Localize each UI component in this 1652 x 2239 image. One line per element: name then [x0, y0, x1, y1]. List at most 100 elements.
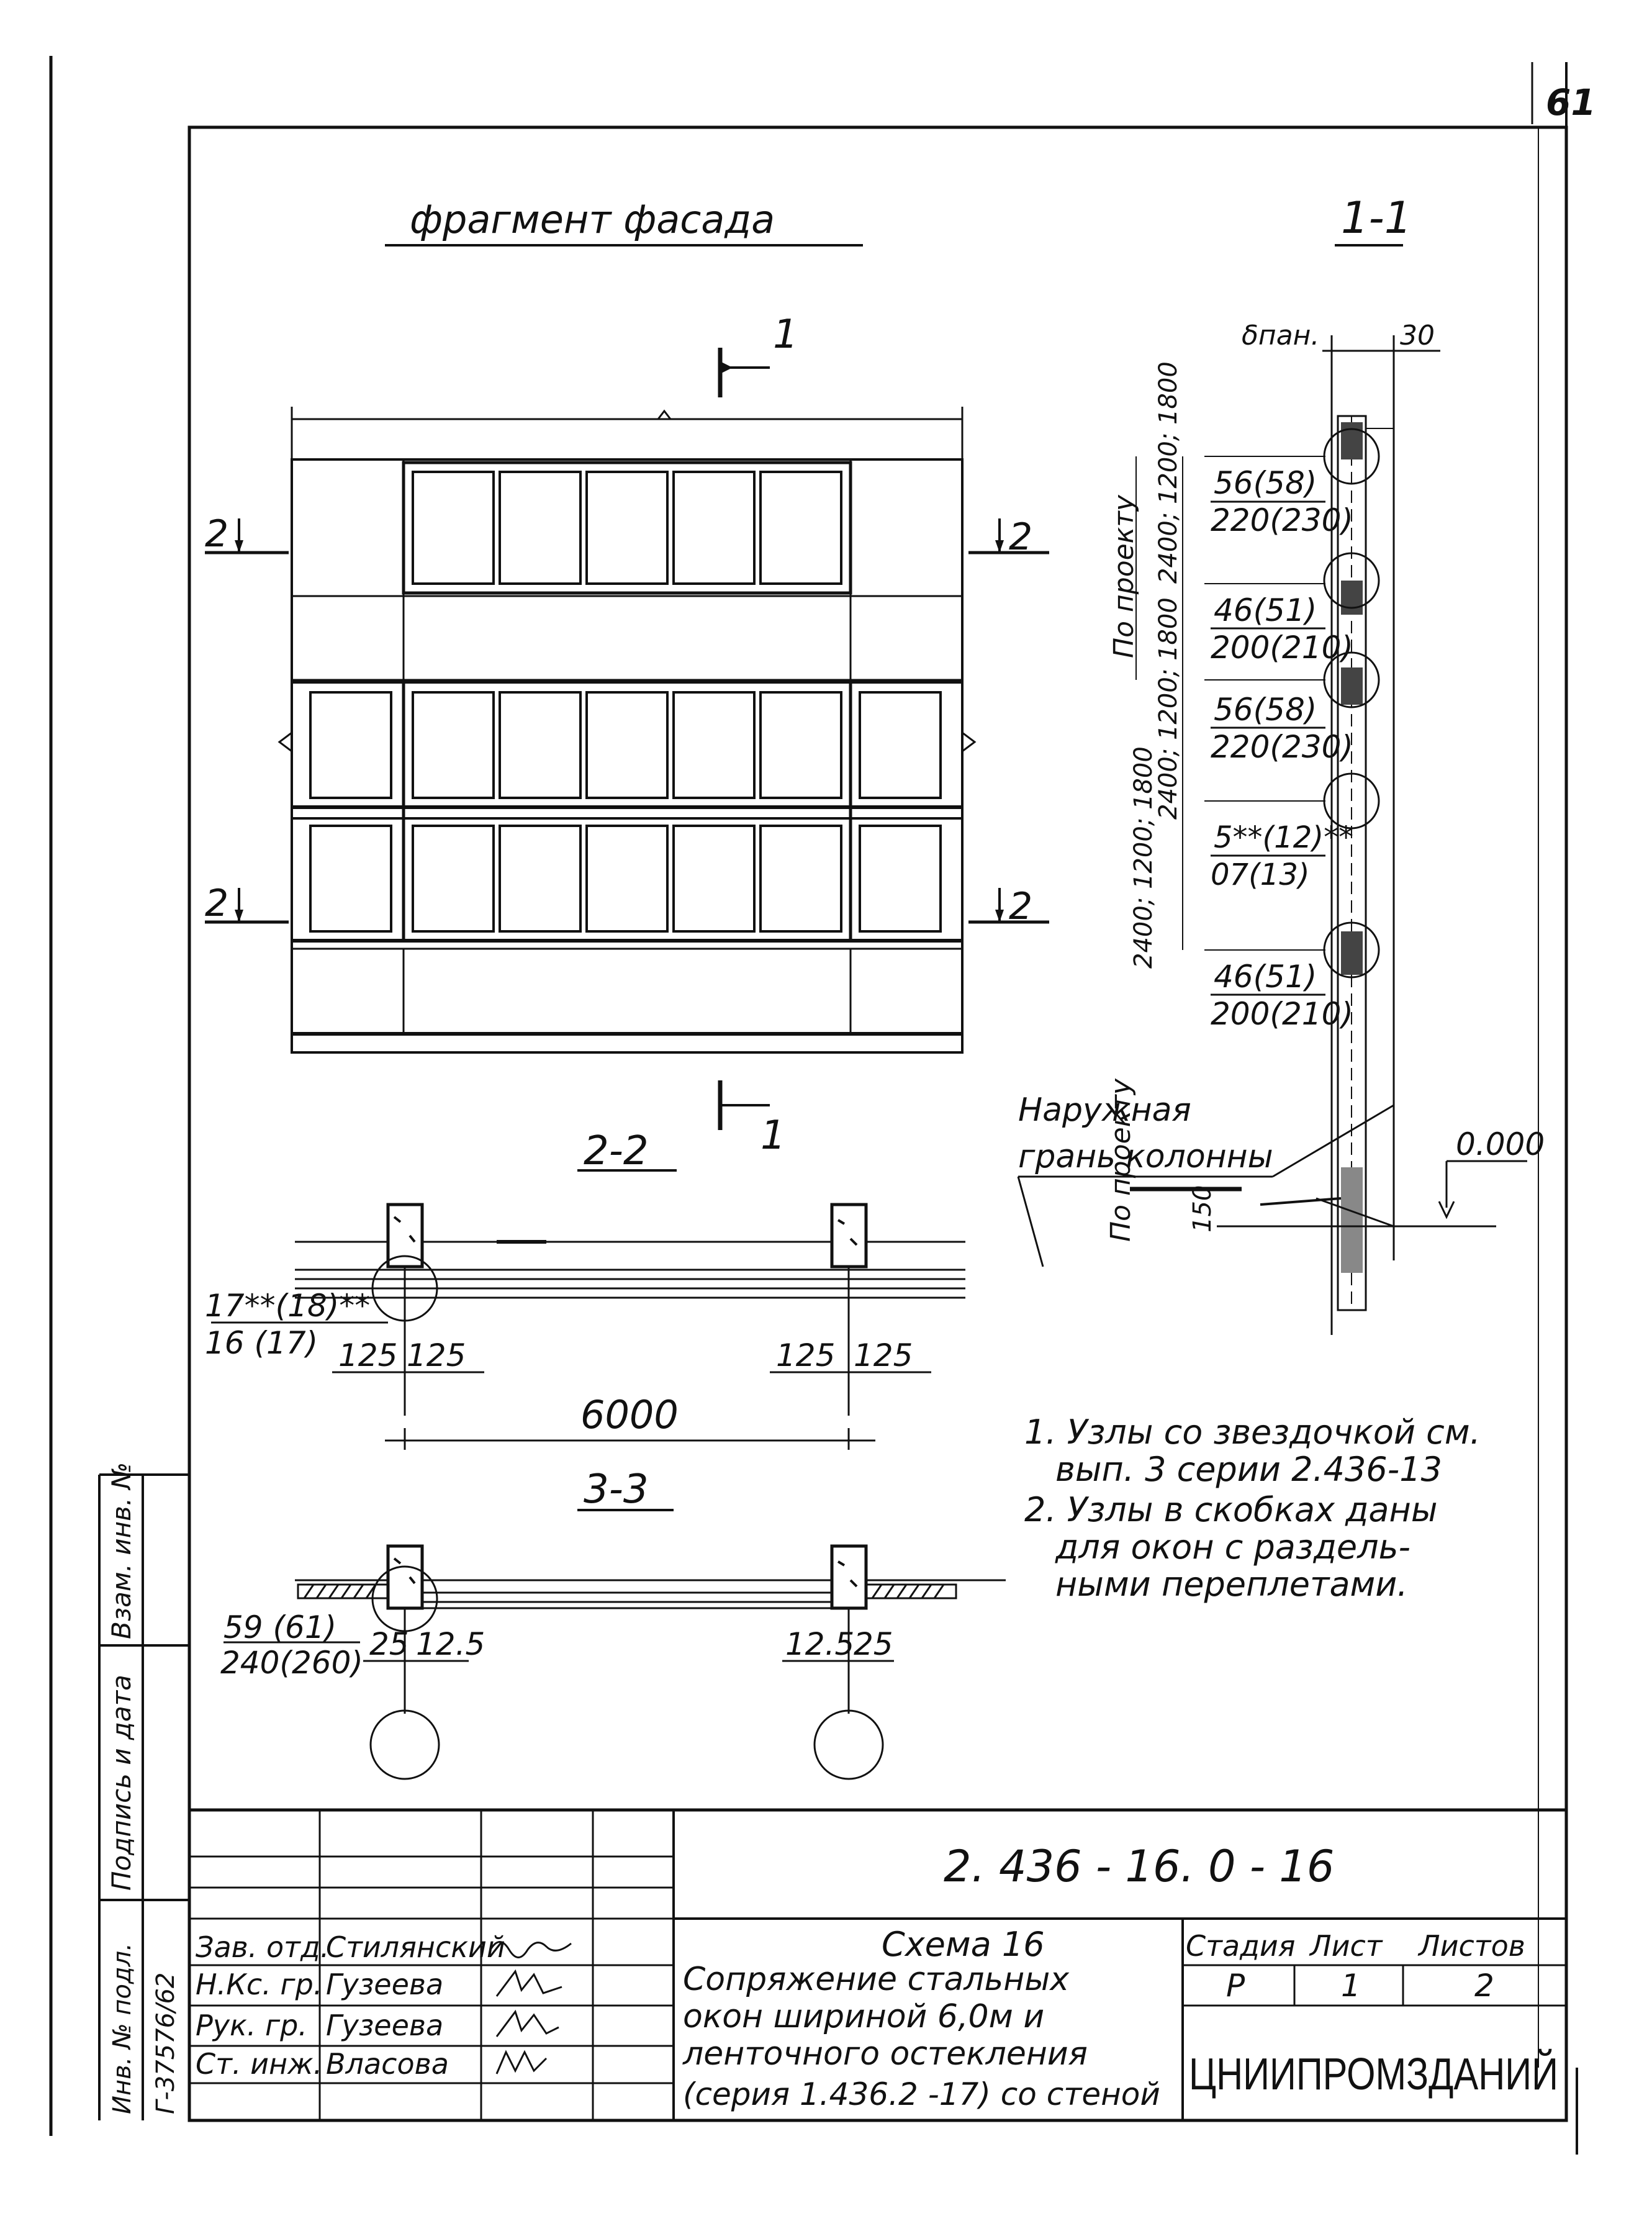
node-4-bottom: 07(13) [1211, 857, 1310, 892]
section-2-title: 2-2 [577, 1128, 677, 1174]
inventory-number: Г-37576/62 [151, 1973, 180, 2114]
section-2-dim-left-1: 125 [338, 1337, 397, 1373]
staff-name-1: Стилянский [326, 1930, 505, 1964]
cut-marker-2-left-lower: 2 [205, 882, 289, 925]
side-stamp-field-1: Взам. инв. № [106, 1462, 137, 1639]
vertical-label-2: 2400; 1200; 1800 [1154, 361, 1183, 584]
node-2-top: 46(51) [1214, 592, 1317, 628]
sheets-value: 2 [1474, 1968, 1494, 2004]
cut-2-right-lower-label: 2 [1009, 885, 1032, 928]
section-3-title: 3-3 [577, 1467, 674, 1513]
section-1-title: 1-1 [1335, 192, 1412, 247]
section-2-node-top: 17**(18)** [205, 1288, 370, 1324]
cut-marker-1-bottom: 1 [718, 1080, 786, 1159]
cut-1-bottom-label: 1 [761, 1113, 786, 1159]
section-1-node-label: 5**(12)** 07(13) [1204, 800, 1353, 892]
section-2-node-bottom: 16 (17) [205, 1325, 318, 1361]
section-2-dim-right-2: 125 [854, 1337, 913, 1373]
cut-marker-2-right-lower: 2 [968, 885, 1049, 928]
staff-row: Ст. инж. Власова [196, 2047, 548, 2081]
cut-marker-1-top: 1 [718, 312, 798, 397]
staff-role-3: Рук. гр. [196, 2009, 307, 2042]
section-1-node-label: 56(58) 220(230) [1204, 456, 1353, 538]
column-note-line-1: Наружная [1018, 1092, 1191, 1129]
general-notes: 1. Узлы со звездочкой см. вып. 3 серии 2… [1024, 1413, 1481, 1604]
node-4-top: 5**(12)** [1214, 820, 1353, 855]
node-3-bottom: 220(230) [1211, 729, 1353, 765]
column-left [386, 1544, 424, 1610]
column-face-note: Наружная грань колонны [1017, 1092, 1394, 1267]
section-2-dim-left-2: 125 [407, 1337, 466, 1373]
section-1-node-label: 56(58) 220(230) [1204, 679, 1353, 765]
note-1-line-1: 1. Узлы со звездочкой см. [1024, 1413, 1481, 1452]
axis-bubble-left [369, 1709, 440, 1780]
vertical-label-3: 2400; 1200; 1800 [1154, 597, 1183, 820]
node-3-top: 56(58) [1214, 692, 1317, 728]
section-1-top-dim-1: δпан. [1242, 320, 1319, 351]
cut-1-top-label: 1 [773, 312, 798, 358]
vertical-label-4: 2400; 1200; 1800 [1129, 746, 1158, 969]
doc-code: 2. 436 - 16. 0 - 16 [944, 1841, 1334, 1892]
title-block: 2. 436 - 16. 0 - 16 Схема 16 Сопряжение … [187, 1808, 1568, 2122]
node-5-bottom: 200(210) [1211, 996, 1353, 1032]
bottom-dim: 150 [1188, 1185, 1217, 1233]
section-1-node-label: 46(51) 200(210) [1204, 949, 1353, 1032]
staff-role-1: Зав. отд. [196, 1930, 329, 1964]
section-3-node-bottom: 240(260) [220, 1645, 363, 1681]
ribbon-glazing [278, 680, 977, 943]
facade-title-text: фрагмент фасада [410, 197, 775, 242]
staff-name-3: Гузеева [326, 2009, 443, 2042]
vertical-label-5: По проекту [1105, 1078, 1137, 1242]
section-3-dim-left-2: 12.5 [416, 1626, 485, 1662]
section-3-dim-left-1: 25 [369, 1626, 409, 1662]
facade-title: фрагмент фасада [385, 197, 863, 247]
upper-window [402, 461, 852, 595]
section-1-title-text: 1-1 [1341, 192, 1412, 243]
stage-header: Стадия [1186, 1929, 1295, 1963]
section-3-node-top: 59 (61) [223, 1609, 336, 1645]
sheets-header: Листов [1417, 1929, 1525, 1963]
note-2-line-1: 2. Узлы в скобках даны [1024, 1490, 1437, 1529]
cut-marker-2-left-upper: 2 [205, 512, 289, 556]
cut-marker-2-right-upper: 2 [968, 515, 1049, 559]
staff-name-2: Гузеева [326, 1968, 443, 2001]
description-line-4: (серия 1.436.2 -17) со стеной [683, 2076, 1160, 2112]
section-3-plan: 59 (61) 240(260) 25 12.5 12.5 25 [220, 1544, 1006, 1780]
column-right [830, 1544, 868, 1610]
section-1-node-label: 46(51) 200(210) [1204, 583, 1353, 666]
sheet-value: 1 [1341, 1968, 1361, 2004]
note-1-line-2: вып. 3 серии 2.436-13 [1055, 1450, 1442, 1489]
span-dim: 6000 [580, 1392, 679, 1437]
note-2-line-2: для окон с раздель- [1055, 1527, 1411, 1567]
staff-row: Н.Кс. гр. Гузеева [196, 1968, 562, 2001]
staff-row: Зав. отд. Стилянский [196, 1930, 572, 1964]
staff-name-4: Власова [326, 2047, 449, 2081]
note-2-line-3: ными переплетами. [1055, 1565, 1408, 1604]
section-2-dim-right-1: 125 [776, 1337, 835, 1373]
side-stamp-field-3: Инв. № подл. [108, 1943, 137, 2114]
section-2-plan: 17**(18)** 16 (17) 125 125 125 125 6000 [205, 1203, 965, 1450]
node-1-top: 56(58) [1214, 465, 1317, 501]
section-3-dim-right-1: 12.5 [785, 1626, 854, 1662]
staff-role-2: Н.Кс. гр. [196, 1968, 322, 2001]
section-1-drawing: δпан. 30 0.000 150 56(58 [1017, 320, 1545, 1335]
page-number: 61 [1546, 81, 1596, 124]
scheme-label: Схема 16 [882, 1925, 1045, 1964]
vertical-label-1: По проекту [1108, 494, 1140, 658]
staff-role-4: Ст. инж. [196, 2047, 322, 2081]
level-mark: 0.000 [1456, 1126, 1545, 1162]
staff-row: Рук. гр. Гузеева [196, 2009, 559, 2042]
cut-2-right-upper-label: 2 [1009, 515, 1032, 559]
section-3-title-text: 3-3 [584, 1467, 649, 1513]
node-1-bottom: 220(230) [1211, 502, 1353, 538]
axis-bubble-right [813, 1709, 884, 1780]
side-stamp-field-2: Подпись и дата [106, 1675, 137, 1891]
node-2-bottom: 200(210) [1211, 630, 1353, 666]
stage-value: Р [1226, 1968, 1245, 2004]
section-1-node-circle [1323, 552, 1380, 609]
cut-2-left-upper-label: 2 [205, 512, 228, 556]
column-right [830, 1203, 868, 1269]
node-5-top: 46(51) [1214, 959, 1317, 995]
side-stamp: Взам. инв. № Подпись и дата Инв. № подл.… [98, 1462, 189, 2120]
